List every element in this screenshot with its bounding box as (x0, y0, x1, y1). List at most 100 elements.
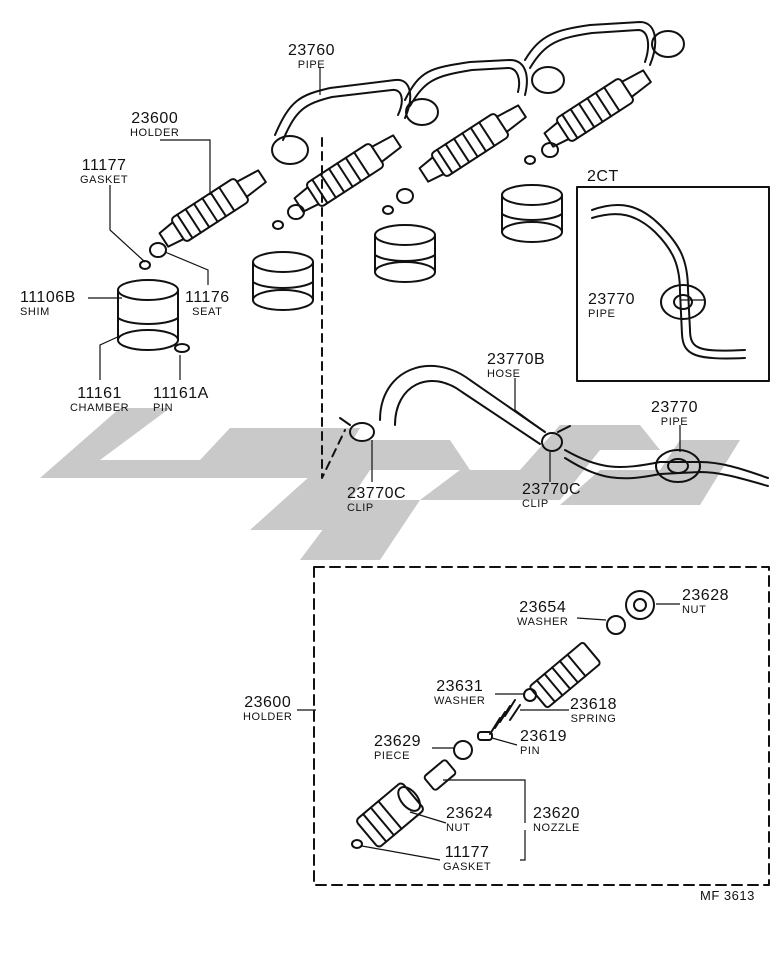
watermark-stroke (300, 500, 420, 560)
part-name: SPRING (570, 713, 617, 725)
seat-11176 (541, 142, 559, 158)
pin-23619 (477, 731, 493, 741)
banjo-fitting (405, 98, 439, 126)
callout-23600-holder: 23600 HOLDER (130, 111, 179, 139)
callout-23770-pipe: 23770 PIPE (651, 400, 698, 428)
part-number: 23760 (288, 42, 335, 59)
gasket-11177 (139, 260, 151, 270)
part-number: 11161 (77, 385, 122, 402)
callout-23770c-clip-left: 23770C CLIP (347, 486, 406, 514)
callout-11161a-pin: 11161A PIN (153, 386, 209, 414)
combustion-chamber-11161 (501, 184, 563, 243)
seat-11176 (396, 188, 414, 204)
inset-banjo-eye (673, 294, 693, 310)
injector-holder (293, 134, 402, 213)
washer-23631 (523, 688, 537, 702)
part-number: 11161A (153, 385, 209, 402)
part-name: PIPE (297, 59, 326, 71)
inset-pipe-23770 (591, 213, 746, 360)
callout-23619-pin: 23619 PIN (520, 729, 567, 757)
part-name: SEAT (192, 306, 223, 318)
part-number: 23619 (520, 728, 567, 745)
part-name: PIECE (374, 750, 411, 762)
callout-23770-inset-pipe: 23770 PIPE (588, 292, 635, 320)
banjo-eye-23770 (667, 458, 689, 474)
inset-title-2ct: 2CT (587, 168, 619, 185)
callout-23628-nut: 23628 NUT (682, 588, 729, 616)
banjo-fitting (271, 135, 309, 165)
injection-pipe-23760 (274, 78, 412, 136)
callout-23770c-clip-right: 23770C CLIP (522, 482, 581, 510)
part-name: HOLDER (243, 711, 293, 723)
callout-23654-washer: 23654 WASHER (517, 600, 568, 628)
part-name: CLIP (522, 498, 549, 510)
hose-23770b (394, 380, 541, 445)
part-number: 23770C (347, 485, 407, 502)
part-name: HOLDER (130, 127, 180, 139)
part-number: 23631 (436, 678, 484, 695)
part-number: 11177 (444, 844, 490, 861)
clip-23770c (339, 417, 375, 442)
watermark-stroke (420, 425, 660, 500)
callout-11106b-shim: 11106B SHIM (20, 290, 76, 318)
callout-23624-nut: 23624 NUT (446, 806, 493, 834)
injector-holder (543, 69, 652, 148)
injector-holder (158, 169, 267, 248)
nut-23624 (356, 782, 424, 848)
callout-23620-nozzle: 23620 NOZZLE (533, 806, 580, 834)
callout-11177-gasket: 11177 GASKET (80, 158, 128, 186)
part-number: 11176 (185, 289, 230, 306)
part-name: GASKET (443, 861, 492, 873)
gasket-11177 (382, 205, 394, 215)
part-number: 23770C (522, 481, 582, 498)
combustion-chamber-11161 (252, 251, 314, 311)
part-name: PIPE (588, 308, 616, 320)
part-name: PIPE (660, 416, 689, 428)
part-name: SHIM (20, 306, 50, 318)
part-number: 23770B (487, 351, 546, 368)
holder-body-23600 (529, 642, 601, 708)
part-name: CLIP (347, 502, 374, 514)
part-name: WASHER (434, 695, 486, 707)
part-number: 23618 (570, 696, 617, 713)
nut-23628 (625, 590, 655, 620)
callout-23760-pipe: 23760 PIPE (288, 43, 335, 71)
combustion-chamber-11161 (117, 279, 179, 351)
footer-reference-code: MF 3613 (700, 888, 755, 903)
inset-banjo-eye (660, 284, 706, 320)
part-number: 23770 (651, 399, 698, 416)
part-number: 23600 (244, 694, 292, 711)
hose-23770b (379, 364, 546, 433)
exploded-view-box (313, 566, 770, 886)
banjo-eye-23770 (655, 449, 701, 483)
seat-11176 (287, 204, 305, 220)
part-number: 23628 (682, 587, 729, 604)
part-number: 23654 (519, 599, 567, 616)
callout-11177-gasket-exploded: 11177 GASKET (443, 845, 491, 873)
watermark-stroke (40, 408, 360, 478)
part-name: NUT (446, 822, 471, 834)
inset-box-2ct (576, 186, 770, 382)
part-number: 23600 (131, 110, 179, 127)
callout-23600-holder-exploded: 23600 HOLDER (243, 695, 292, 723)
callout-23770b-hose: 23770B HOSE (487, 352, 545, 380)
part-name: NUT (682, 604, 707, 616)
callout-11176-seat: 11176 SEAT (185, 290, 230, 318)
part-number: 23629 (374, 733, 421, 750)
clip-23770c (541, 425, 571, 452)
part-name: PIN (153, 402, 174, 414)
part-number: 23620 (533, 805, 580, 822)
spring-23618 (489, 699, 521, 735)
nozzle-23620 (423, 759, 457, 791)
part-number: 11106B (20, 289, 76, 306)
callout-11161-chamber: 11161 CHAMBER (70, 386, 129, 414)
injection-pipe-23760 (524, 21, 657, 66)
part-name: GASKET (80, 174, 129, 186)
callout-23629-piece: 23629 PIECE (374, 734, 421, 762)
pin-11161a (174, 343, 190, 353)
piece-23629 (453, 740, 473, 760)
return-pipe-23770 (564, 449, 769, 479)
part-name: WASHER (517, 616, 569, 628)
